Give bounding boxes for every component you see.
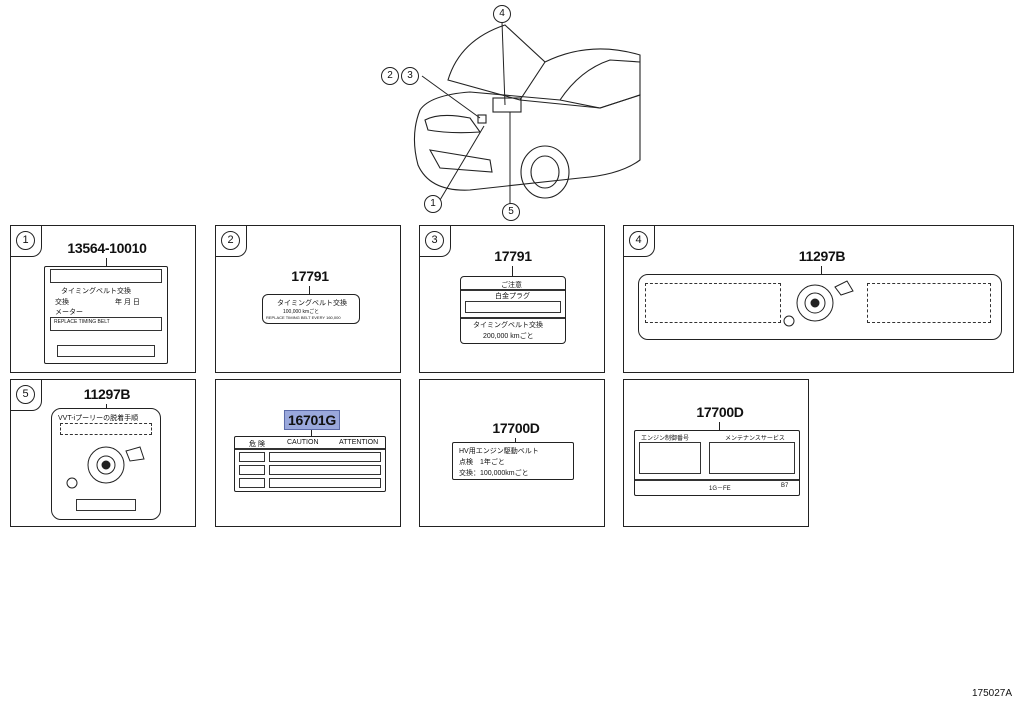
label-sticker: 危 険 CAUTION ATTENTION <box>234 436 386 492</box>
panel-6: 16701G 危 険 CAUTION ATTENTION <box>215 379 401 527</box>
panel-4: 4 11297B <box>623 225 1014 373</box>
pulley-diagram <box>783 280 854 327</box>
label-sticker: タイミングベルト交換 100,000 kmごと REPLACE TIMING B… <box>262 294 360 324</box>
callout-5: 5 <box>502 203 520 221</box>
panel-8: 17700D エンジン制御番号 メンテナンスサービス 1G－FE B7 <box>623 379 809 527</box>
part-number[interactable]: 17791 <box>291 268 329 284</box>
pulley-diagram <box>66 446 145 489</box>
panel-number: 2 <box>221 231 240 250</box>
part-number[interactable]: 11297B <box>798 248 846 264</box>
part-number-highlighted[interactable]: 16701G <box>283 410 341 430</box>
part-number[interactable]: 11297B <box>83 386 131 402</box>
part-number[interactable]: 17791 <box>494 248 532 264</box>
panel-7: 17700D HV用エンジン駆動ベルト 点検 1年ごと 交換：100,000km… <box>419 379 605 527</box>
front-wheel <box>520 145 570 199</box>
label-sticker: エンジン制御番号 メンテナンスサービス 1G－FE B7 <box>634 430 800 496</box>
figure-code: 175027A <box>971 688 1012 699</box>
callout-3: 3 <box>401 67 419 85</box>
part-number[interactable]: 17700D <box>696 404 744 420</box>
panel-number: 4 <box>629 231 648 250</box>
label-sticker: ご注意 白金プラグ タイミングベルト交換 200,000 kmごと <box>460 276 566 344</box>
panel-5: 5 11297B VVT-iプーリーの脱着手順 <box>10 379 196 527</box>
part-number[interactable]: 13564-10010 <box>67 240 147 256</box>
panel-number: 1 <box>16 231 35 250</box>
panel-1: 1 13564-10010 タイミングベルト交換 交換 年 月 日 メーター R… <box>10 225 196 373</box>
panel-number: 3 <box>425 231 444 250</box>
label-sticker: タイミングベルト交換 交換 年 月 日 メーター REPLACE TIMING … <box>44 266 168 364</box>
callout-1: 1 <box>424 195 442 213</box>
car-overview-illustration <box>413 21 641 205</box>
panel-2: 2 17791 タイミングベルト交換 100,000 kmごと REPLACE … <box>215 225 401 373</box>
label-sticker <box>638 274 1002 340</box>
label-sticker: HV用エンジン駆動ベルト 点検 1年ごと 交換：100,000kmごと <box>452 442 574 480</box>
callout-2: 2 <box>381 67 399 85</box>
callout-4: 4 <box>493 5 511 23</box>
label-sticker: VVT-iプーリーの脱着手順 <box>51 408 161 520</box>
car-body-outline <box>413 91 641 191</box>
part-number[interactable]: 17700D <box>492 420 540 436</box>
panel-3: 3 17791 ご注意 白金プラグ タイミングベルト交換 200,000 kmご… <box>419 225 605 373</box>
panel-number: 5 <box>16 385 35 404</box>
open-hood-outline <box>447 24 546 101</box>
